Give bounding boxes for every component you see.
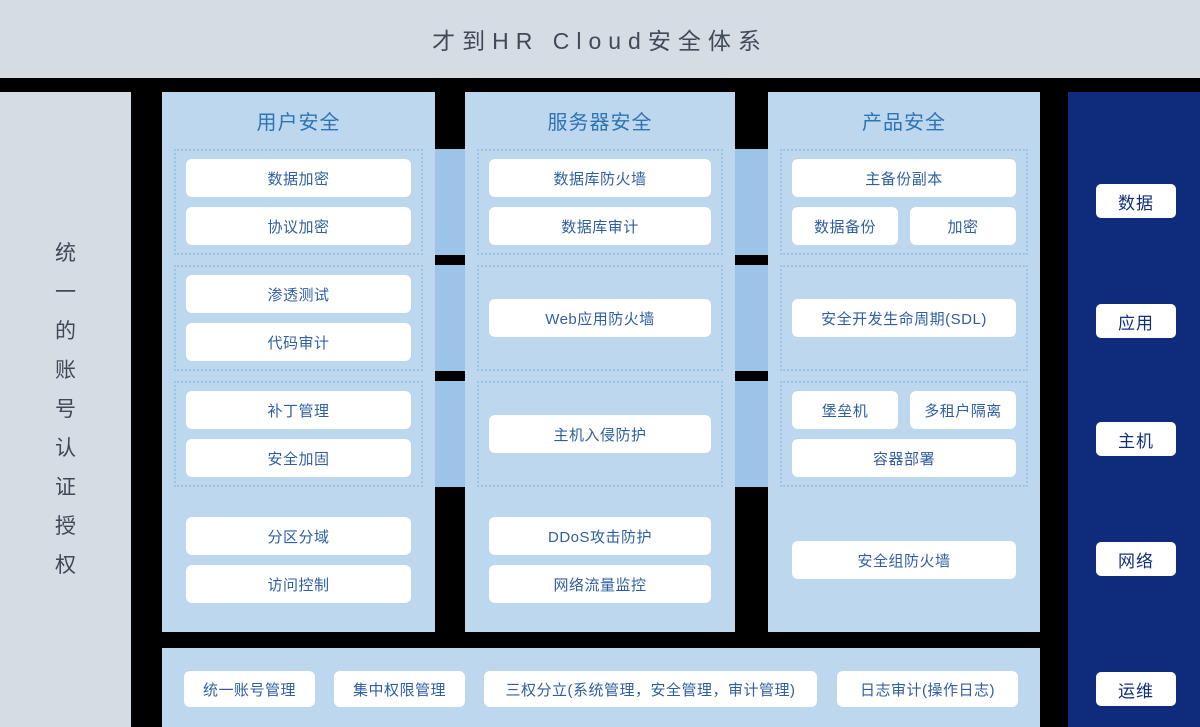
capability-card-label: 主机入侵防护 [553, 426, 647, 444]
capability-card-label: 主备份副本 [865, 170, 943, 188]
capability-card[interactable]: DDoS攻击防护 [489, 517, 711, 555]
capability-card-label: 安全组防火墙 [857, 552, 951, 570]
column-title-server-security: 服务器安全 [547, 112, 653, 134]
capability-card-label: 渗透测试 [267, 286, 330, 304]
column-connector [430, 149, 466, 255]
capability-card-label: 加密 [947, 218, 979, 236]
capability-card[interactable]: 补丁管理 [186, 391, 411, 429]
group-band: 分区分域访问控制 [174, 497, 423, 623]
capability-card[interactable]: 网络流量监控 [489, 565, 711, 603]
capability-card[interactable]: 数据加密 [186, 159, 411, 197]
right-rail: 数据应用主机网络运维 [1068, 92, 1200, 727]
capability-card-label: 容器部署 [872, 450, 935, 468]
capability-card-label: 协议加密 [267, 218, 330, 236]
bottom-card-label: 日志审计(操作日志) [860, 681, 995, 699]
capability-card-label: 数据加密 [267, 170, 330, 188]
rail-pill-label: 主机 [1118, 431, 1154, 451]
rail-pill-4[interactable]: 网络 [1096, 542, 1176, 576]
group-band: 堡垒机 多租户隔离容器部署 [780, 381, 1028, 487]
bottom-panel: 统一账号管理 集中权限管理 三权分立(系统管理，安全管理，审计管理) 日志审计(操作日… [162, 648, 1040, 727]
bottom-card-label: 统一账号管理 [202, 681, 296, 699]
page-title: 才到HR Cloud安全体系 [432, 28, 768, 54]
column-connector [430, 381, 466, 487]
capability-card[interactable]: Web应用防火墙 [489, 299, 711, 337]
column-connector [733, 149, 769, 255]
capability-card-label: 数据库防火墙 [553, 170, 647, 188]
column-connector [430, 265, 466, 371]
capability-card-label: Web应用防火墙 [545, 310, 655, 328]
capability-card[interactable]: 加密 [910, 207, 1016, 245]
bottom-card[interactable]: 日志审计(操作日志) [837, 671, 1018, 707]
group-band: 数据库防火墙数据库审计 [477, 149, 723, 255]
rail-pill-5[interactable]: 运维 [1096, 672, 1176, 706]
rail-pill-3[interactable]: 主机 [1096, 422, 1176, 456]
capability-card[interactable]: 安全开发生命周期(SDL) [792, 299, 1016, 337]
rail-pill-label: 网络 [1118, 551, 1154, 571]
rail-pill-label: 应用 [1118, 313, 1154, 333]
bottom-card[interactable]: 三权分立(系统管理，安全管理，审计管理) [484, 671, 817, 707]
capability-card[interactable]: 堡垒机 [792, 391, 898, 429]
capability-card[interactable]: 主备份副本 [792, 159, 1016, 197]
bottom-card-label: 集中权限管理 [352, 681, 446, 699]
column-title-user-security: 用户安全 [256, 112, 341, 134]
capability-card-label: 数据备份 [813, 218, 876, 236]
column-server-security: 服务器安全数据库防火墙数据库审计 Web应用防火墙主机入侵防护 DDoS攻击防护网络… [465, 92, 735, 632]
capability-card-label: 分区分域 [267, 528, 330, 546]
capability-card-label: 多租户隔离 [924, 402, 1002, 420]
capability-card-label: 网络流量监控 [553, 576, 647, 594]
column-connector [733, 265, 769, 371]
group-band: DDoS攻击防护网络流量监控 [477, 497, 723, 623]
group-band: 渗透测试代码审计 [174, 265, 423, 371]
bottom-card[interactable]: 统一账号管理 [184, 671, 315, 707]
capability-card[interactable]: 容器部署 [792, 439, 1016, 477]
left-rail: 统一的账号认证授权 [0, 92, 131, 727]
group-band: 安全组防火墙 [780, 497, 1028, 623]
capability-card[interactable]: 渗透测试 [186, 275, 411, 313]
capability-card[interactable]: 代码审计 [186, 323, 411, 361]
rail-pill-1[interactable]: 数据 [1096, 184, 1176, 218]
capability-card[interactable]: 分区分域 [186, 517, 411, 555]
capability-card[interactable]: 安全组防火墙 [792, 541, 1016, 579]
column-user-security: 用户安全数据加密协议加密渗透测试代码审计补丁管理安全加固分区分域访问控制 [162, 92, 435, 632]
capability-card-label: 安全开发生命周期(SDL) [821, 310, 987, 328]
column-product-security: 产品安全主备份副本数据备份 加密安全开发生命周期(SDL) 堡垒机 多租户隔离容器部署… [768, 92, 1040, 632]
capability-card-label: 数据库审计 [561, 218, 639, 236]
group-band: 主机入侵防护 [477, 381, 723, 487]
capability-card-label: DDoS攻击防护 [547, 528, 652, 546]
group-band: 安全开发生命周期(SDL) [780, 265, 1028, 371]
rail-pill-label: 运维 [1118, 681, 1154, 701]
capability-card[interactable]: 协议加密 [186, 207, 411, 245]
left-rail-label: 统一的账号认证授权 [55, 242, 76, 577]
capability-card-label: 访问控制 [267, 576, 330, 594]
capability-card[interactable]: 数据库防火墙 [489, 159, 711, 197]
capability-card-label: 安全加固 [267, 450, 330, 468]
capability-card[interactable]: 安全加固 [186, 439, 411, 477]
capability-card-label: 补丁管理 [267, 402, 330, 420]
group-band: 主备份副本数据备份 加密 [780, 149, 1028, 255]
bottom-card-label: 三权分立(系统管理，安全管理，审计管理) [505, 681, 796, 699]
column-connector [733, 381, 769, 487]
rail-pill-2[interactable]: 应用 [1096, 304, 1176, 338]
group-band: 补丁管理安全加固 [174, 381, 423, 487]
capability-card-label: 代码审计 [267, 334, 330, 352]
column-title-product-security: 产品安全 [862, 112, 946, 134]
group-band: Web应用防火墙 [477, 265, 723, 371]
group-band: 数据加密协议加密 [174, 149, 423, 255]
title-bar: 才到HR Cloud安全体系 [0, 0, 1200, 78]
bottom-card[interactable]: 集中权限管理 [334, 671, 465, 707]
capability-card[interactable]: 数据库审计 [489, 207, 711, 245]
capability-card[interactable]: 数据备份 [792, 207, 898, 245]
capability-card[interactable]: 主机入侵防护 [489, 415, 711, 453]
rail-pill-label: 数据 [1118, 193, 1154, 213]
capability-card[interactable]: 多租户隔离 [910, 391, 1016, 429]
capability-card-label: 堡垒机 [821, 402, 869, 420]
capability-card[interactable]: 访问控制 [186, 565, 411, 603]
